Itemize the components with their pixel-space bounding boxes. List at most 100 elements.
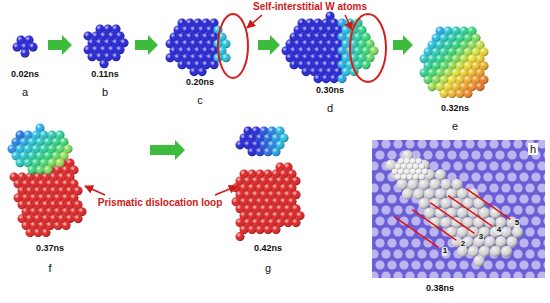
panel-letter: g: [265, 262, 271, 274]
time-label: 0.30ns: [316, 86, 344, 96]
lattice-atom: [423, 150, 432, 159]
atom: [21, 49, 30, 58]
cluster-g: [236, 126, 289, 156]
atom-shading: [248, 225, 257, 234]
lattice-atom: [495, 150, 504, 159]
atom-body: [418, 198, 429, 209]
atom-shading: [256, 147, 265, 156]
atom-body: [413, 188, 424, 199]
step-arrow: [393, 35, 413, 55]
pointer-arrow: [85, 186, 105, 195]
atom-body: [26, 228, 35, 237]
atom-body: [210, 60, 219, 69]
atom-shading: [429, 179, 440, 190]
atom-shading: [495, 236, 506, 247]
lattice-atom: [372, 140, 379, 149]
atom: [322, 74, 331, 83]
lattice-atom: [387, 194, 396, 203]
lattice-atom: [519, 216, 528, 225]
atom-shading: [42, 228, 51, 237]
atom: [440, 179, 451, 190]
atom-body: [178, 60, 187, 69]
atom-shading: [190, 67, 199, 76]
lattice-atom: [423, 260, 432, 269]
atom-shading: [16, 158, 25, 167]
panel-letter: h: [528, 143, 538, 155]
atom-shading: [56, 158, 65, 167]
atom: [236, 232, 245, 241]
atom: [429, 179, 440, 190]
lattice-atom: [393, 227, 402, 236]
atom: [330, 74, 339, 83]
atom-shading: [479, 246, 490, 257]
atom: [448, 89, 457, 98]
atom-body: [429, 179, 440, 190]
lattice-atom: [453, 271, 462, 278]
atom-shading: [290, 60, 299, 69]
atom-shading: [264, 147, 273, 156]
atom-shading: [88, 52, 97, 61]
row-line: [466, 189, 510, 220]
atom: [112, 52, 121, 61]
atom-body: [401, 174, 407, 180]
atom-shading: [396, 179, 407, 190]
atom: [314, 74, 323, 83]
atom-shading: [428, 82, 437, 91]
atom: [362, 60, 371, 69]
atom-shading: [21, 49, 30, 58]
atom: [456, 89, 465, 98]
panel-letter: d: [327, 102, 333, 114]
lattice-atom: [393, 249, 402, 258]
lattice-atom: [513, 140, 522, 149]
lattice-atom: [507, 194, 516, 203]
time-label: 0.42ns: [254, 244, 282, 254]
atom: [395, 174, 401, 180]
row-line: [448, 196, 492, 227]
lattice-atom: [372, 205, 379, 214]
atom: [479, 207, 490, 218]
atom: [190, 67, 199, 76]
pointer-arrow: [215, 186, 237, 195]
lattice-atom: [519, 194, 528, 203]
lattice-atom: [411, 238, 420, 247]
atom: [26, 228, 35, 237]
step-arrow: [135, 35, 158, 55]
highlight-ellipse: [218, 14, 248, 78]
callout-number: 1: [442, 247, 448, 256]
lattice-atom: [525, 249, 534, 258]
atom: [198, 67, 207, 76]
atom-shading: [338, 74, 347, 83]
lattice-atom: [387, 238, 396, 247]
lattice-atom: [465, 271, 474, 278]
atom: [272, 147, 281, 156]
atom-body: [330, 74, 339, 83]
interstitial-band: [385, 150, 523, 266]
atom: [256, 147, 265, 156]
atom: [413, 188, 424, 199]
atom-body: [456, 89, 465, 98]
lattice-atom: [405, 249, 414, 258]
atom-body: [272, 147, 281, 156]
callout-number: 3: [478, 233, 484, 242]
atom-shading: [29, 43, 38, 52]
lattice-atom: [447, 150, 456, 159]
atom-body: [428, 82, 437, 91]
lattice-atom: [507, 260, 516, 269]
atom: [418, 198, 429, 209]
lattice-atom: [477, 161, 486, 170]
atom-body: [29, 43, 38, 52]
atom-body: [88, 52, 97, 61]
atom-shading: [401, 174, 407, 180]
annotation-text: Self-interstitial W atoms: [253, 1, 367, 12]
lattice-atom: [453, 140, 462, 149]
atom-body: [28, 165, 37, 174]
atom-body: [256, 147, 265, 156]
lattice-atom: [441, 140, 450, 149]
atom-shading: [473, 217, 484, 228]
lattice-atom: [375, 172, 384, 181]
atom-body: [440, 89, 449, 98]
lattice-atom: [453, 161, 462, 170]
